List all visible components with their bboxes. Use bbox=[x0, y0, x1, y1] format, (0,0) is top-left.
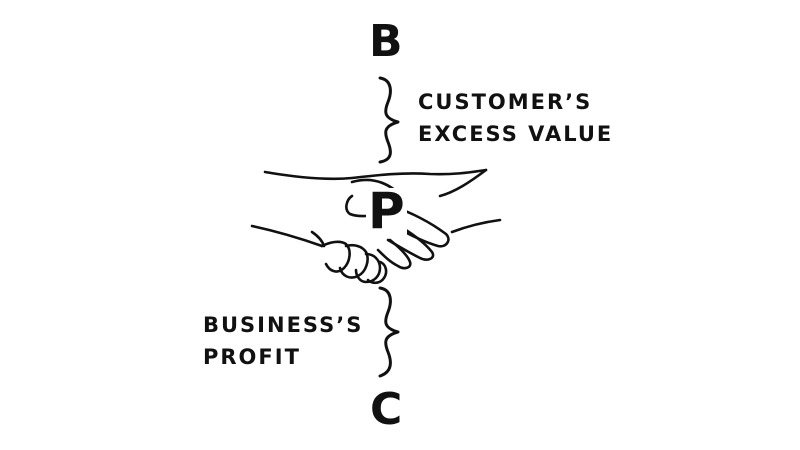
letter-b-benefit: B bbox=[369, 16, 403, 67]
business-profit-label: BUSINESS’S PROFIT bbox=[203, 309, 363, 373]
business-profit-line-1: BUSINESS’S bbox=[203, 313, 364, 337]
top-curly-brace-icon bbox=[378, 76, 400, 164]
business-profit-line-2: PROFIT bbox=[203, 345, 301, 369]
customer-excess-value-label: CUSTOMER’S EXCESS VALUE bbox=[418, 86, 613, 150]
letter-p-price: P bbox=[366, 182, 407, 240]
customer-excess-value-line-1: CUSTOMER’S bbox=[418, 90, 593, 114]
bottom-curly-brace-icon bbox=[378, 286, 400, 378]
letter-c-cost: C bbox=[370, 384, 403, 435]
customer-excess-value-line-2: EXCESS VALUE bbox=[418, 122, 614, 146]
